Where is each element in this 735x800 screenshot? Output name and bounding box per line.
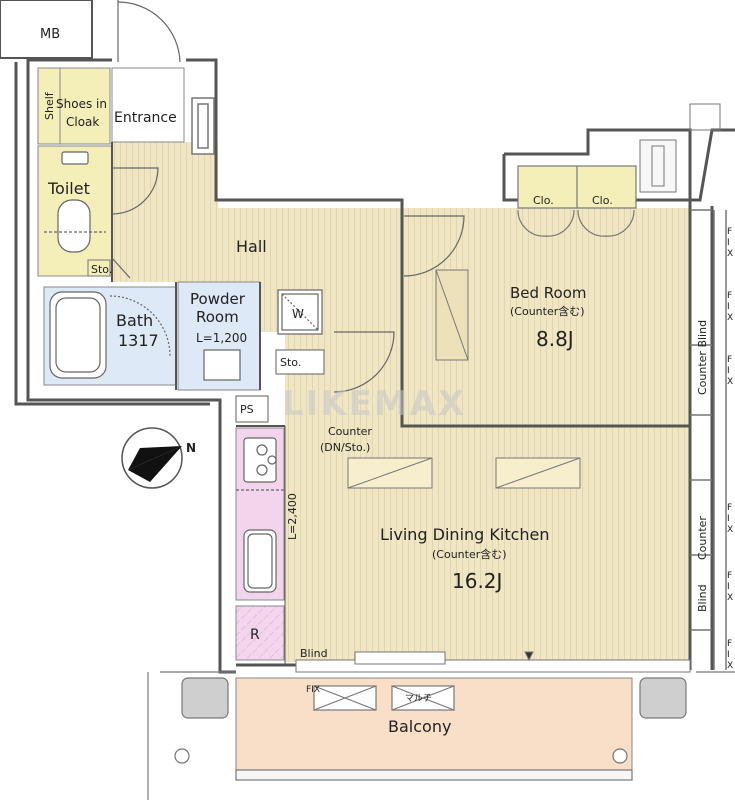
w-label: W: [292, 307, 304, 321]
bedroom-bench: [435, 269, 469, 361]
fix-letter: X: [727, 661, 733, 671]
bedroom-title: Bed Room: [510, 284, 587, 302]
fix-letter: X: [727, 249, 733, 259]
right-windows: [690, 209, 727, 670]
hall-label: Hall: [236, 237, 267, 256]
counter-right-ldk: Counter: [696, 516, 709, 560]
fix-letter: I: [727, 302, 730, 312]
counter-blind-right: Counter Blind: [696, 320, 709, 395]
clo-label-2: Clo.: [592, 194, 613, 207]
watermark: LIKEMAX: [282, 384, 466, 424]
entrance-door: [117, 0, 181, 63]
fix-letter: F: [727, 503, 732, 513]
balcony-fixtures: [147, 671, 735, 800]
sto-hall-label: Sto.: [280, 356, 301, 369]
fix-letter: I: [727, 238, 730, 248]
fix-letter: X: [727, 313, 733, 323]
toilet-label: Toilet: [47, 179, 90, 198]
labels: MB Shelf Shoes in Cloak Entrance Toilet …: [40, 27, 709, 736]
fix-letter: I: [727, 650, 730, 660]
fix-letter: F: [727, 639, 732, 649]
top-right-fixture: [639, 103, 721, 193]
fix-letter: F: [727, 355, 732, 365]
ldk-panels: [347, 457, 581, 489]
fix-letter: X: [727, 525, 733, 535]
kitchen-dim: L=2,400: [286, 493, 299, 540]
fix-letter: X: [727, 593, 733, 603]
balcony-label: Balcony: [388, 717, 451, 736]
closets: [517, 165, 637, 237]
counter-label-1: Counter: [328, 425, 372, 438]
bath-fixtures: [49, 291, 171, 379]
fridge-label: R: [250, 627, 260, 643]
bath-label-2: 1317: [118, 331, 159, 350]
ps-label: PS: [240, 403, 254, 416]
shoes-label-1: Shoes in: [56, 97, 107, 111]
ldk-size: 16.2J: [452, 569, 502, 593]
ldk-floor: [285, 426, 690, 662]
entrance-pillar: [191, 97, 215, 155]
powder-label-2: Room: [196, 308, 239, 326]
blind-bottom: Blind: [300, 647, 328, 660]
toilet-fixtures: [44, 151, 111, 277]
fix-letter: F: [727, 571, 732, 581]
shoes-label-2: Cloak: [66, 115, 99, 129]
fix-letter: I: [727, 514, 730, 524]
bedroom-sub: (Counter含む): [510, 304, 585, 318]
powder-fixtures: [203, 289, 323, 381]
bedroom-door: [403, 215, 465, 277]
mb-label: MB: [40, 27, 60, 42]
fix-letter: I: [727, 582, 730, 592]
ldk-door: [333, 331, 395, 393]
ps-box: [235, 395, 269, 423]
ldk-sub: (Counter含む): [432, 547, 507, 561]
blind-right-ldk: Blind: [696, 584, 709, 612]
ldk-floor-upper: [285, 332, 402, 428]
hall-floor-ext: [112, 208, 402, 282]
clo-label-1: Clo.: [533, 194, 554, 207]
sto-door: [111, 257, 131, 279]
powder-dim-label: L=1,200: [196, 331, 247, 345]
fix-letter: F: [727, 291, 732, 301]
shoe-cloak: [37, 67, 111, 145]
kitchen-fixtures: [236, 437, 284, 593]
fix-letter: X: [727, 377, 733, 387]
ldk-title: Living Dining Kitchen: [380, 525, 550, 544]
fix-balcony: FIX: [306, 685, 320, 695]
sto-toilet-label: Sto.: [91, 263, 112, 276]
bedroom-size: 8.8J: [536, 327, 574, 351]
entrance-label: Entrance: [114, 110, 177, 126]
compass-n: N: [186, 441, 196, 455]
hall-sto: [275, 349, 325, 375]
fix-letter: I: [727, 366, 730, 376]
entrance-floor: [111, 67, 185, 143]
powder-label-1: Powder: [190, 290, 246, 308]
bath-label-1: Bath: [116, 311, 153, 330]
toilet-door: [111, 167, 159, 215]
fix-letter: F: [727, 227, 732, 237]
ldk-bottom-window: [295, 651, 691, 673]
multi-balcony: マルチ: [405, 693, 432, 704]
counter-label-2: (DN/Sto.): [320, 441, 370, 454]
compass-icon: [121, 427, 183, 489]
shelf-label: Shelf: [43, 91, 56, 120]
fridge-space: [235, 605, 285, 661]
